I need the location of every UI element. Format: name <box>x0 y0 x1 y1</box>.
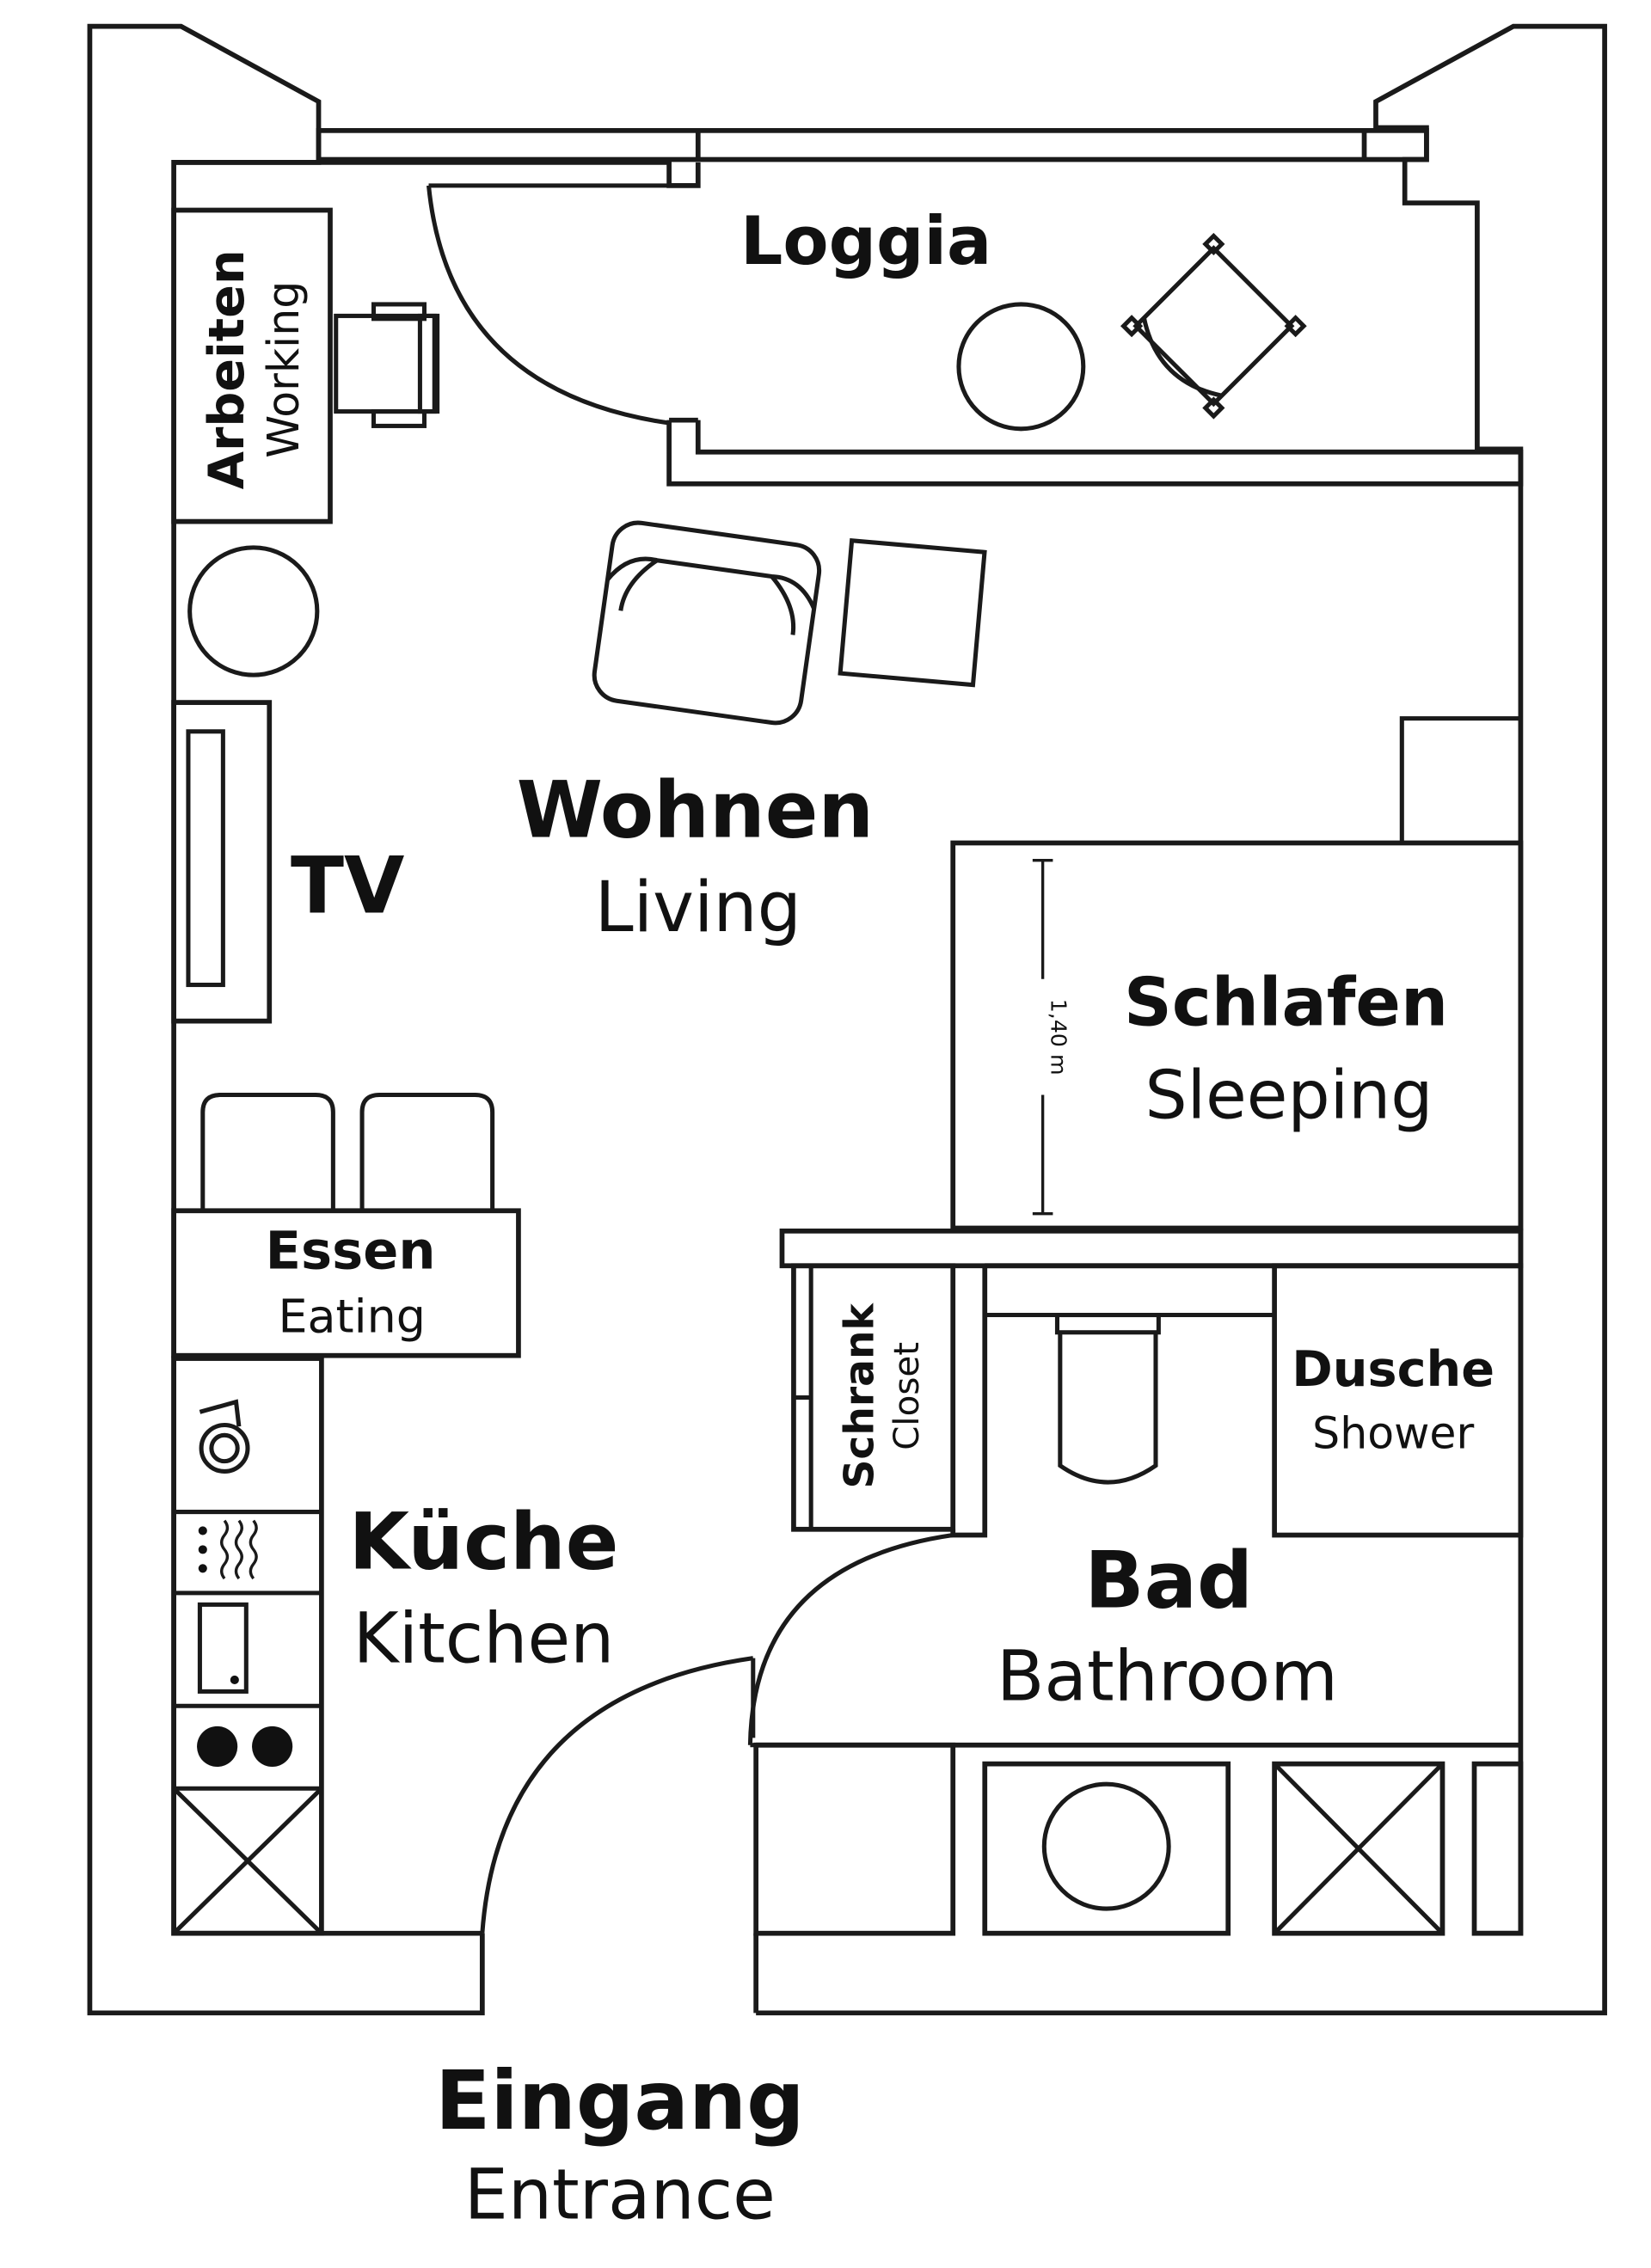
label-eating-sub: Eating <box>279 1290 427 1344</box>
label-kitchen: Küche <box>349 1497 619 1587</box>
bar-stool-2 <box>359 1093 495 1211</box>
label-shower-sub: Shower <box>1312 1407 1474 1458</box>
label-living: Wohnen <box>517 766 874 856</box>
hob-icon <box>197 1726 293 1767</box>
armchair <box>592 520 822 726</box>
label-bathroom-sub: Bathroom <box>997 1637 1338 1718</box>
closet <box>791 1263 956 1532</box>
label-working: Arbeiten <box>198 249 255 489</box>
washing-machine-icon <box>199 1399 250 1474</box>
label-closet-sub: Closet <box>886 1342 927 1450</box>
loggia-table <box>956 302 1086 432</box>
toilet-icon <box>985 1313 1275 1485</box>
loggia-door <box>427 183 670 426</box>
partition-wall <box>779 1228 1524 1269</box>
label-closet: Schrank <box>837 1302 884 1488</box>
kitchen-counter <box>171 1356 324 1936</box>
desk-chair <box>334 302 440 428</box>
label-tv: TV <box>291 841 404 931</box>
bed-dimension <box>1032 859 1053 1216</box>
label-eating: Essen <box>266 1222 436 1282</box>
label-bed-dimension: 1,40 m <box>1046 999 1071 1076</box>
outer-walls <box>87 23 1607 2016</box>
tv-unit <box>171 700 273 1024</box>
oven-icon <box>197 1602 249 1694</box>
stove-icon <box>198 1519 258 1580</box>
desk <box>171 207 333 524</box>
label-bathroom: Bad <box>1084 1536 1253 1627</box>
ottoman <box>838 538 987 688</box>
label-shower: Dusche <box>1292 1340 1494 1398</box>
label-living-sub: Living <box>595 867 801 948</box>
label-loggia: Loggia <box>740 203 991 280</box>
label-working-sub: Working <box>258 281 309 458</box>
eating-counter <box>171 1208 521 1358</box>
side-table <box>187 545 320 677</box>
bathroom-bottom-fixtures <box>753 1742 1524 1936</box>
label-sleeping: Schlafen <box>1124 965 1448 1042</box>
label-kitchen-sub: Kitchen <box>353 1599 615 1680</box>
shower <box>1272 1263 1524 1538</box>
bed <box>950 716 1524 1231</box>
bar-stool-1 <box>200 1093 335 1211</box>
label-entrance: Eingang <box>435 2054 805 2148</box>
label-entrance-sub: Entrance <box>464 2155 776 2235</box>
label-sleeping-sub: Sleeping <box>1145 1057 1433 1134</box>
loggia-chair <box>1120 232 1307 420</box>
entrance-door <box>480 1656 756 1934</box>
washbasin-icon <box>1041 1781 1171 1911</box>
